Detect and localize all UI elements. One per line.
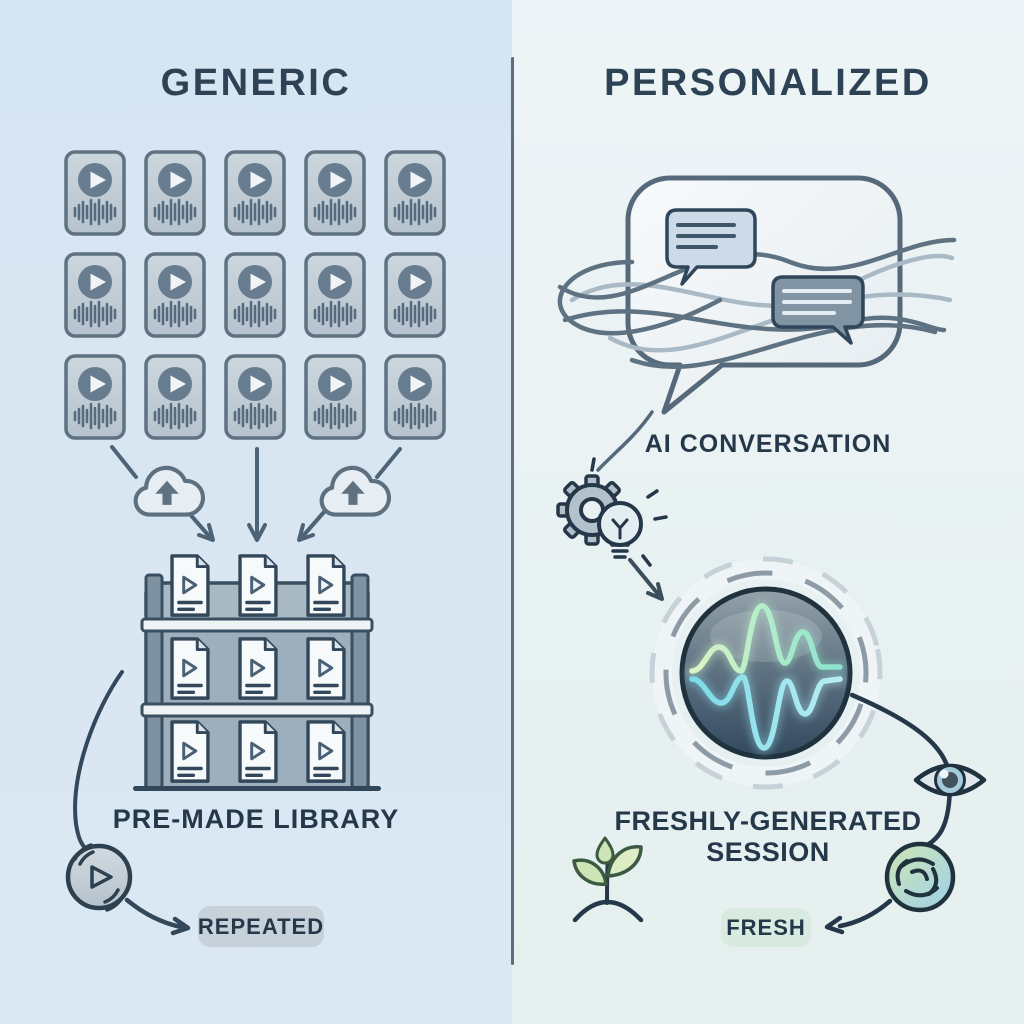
lightbulb-icon [590,457,668,567]
generic-panel: GENERIC [0,0,512,1024]
waveform-icon [313,198,357,226]
sprout-icon [572,836,644,923]
video-document-icon [165,719,214,785]
waveform-icon [233,300,277,328]
video-document-icon [233,636,282,702]
session-label-line2: SESSION [706,837,830,867]
generic-title: GENERIC [160,62,352,104]
waveform-icon [313,402,357,430]
waveform-icon [233,198,277,226]
play-icon [318,163,352,197]
curved-arrow-icon [73,670,124,850]
eye-icon [913,763,987,797]
media-card-grid [64,150,446,440]
play-icon [78,163,112,197]
media-card [384,150,446,236]
repeated-badge: REPEATED [198,906,324,947]
video-document-icon [301,719,350,785]
play-icon [318,367,352,401]
video-document-icon [165,553,214,619]
waveform-icon [233,402,277,430]
panel-divider [511,57,514,965]
play-icon [238,163,272,197]
play-icon [158,163,192,197]
media-card [64,354,126,440]
play-icon [318,265,352,299]
video-document-icon [301,636,350,702]
waveform-icon [153,402,197,430]
waveform-icon [393,198,437,226]
session-label-line1: FRESHLY-GENERATED [614,806,922,836]
conversation-label: AI CONVERSATION [644,430,892,458]
waveform-orb-icon [649,556,883,790]
media-card [64,150,126,236]
waveform-icon [73,300,117,328]
play-icon [398,163,432,197]
media-card [304,354,366,440]
upload-cloud-icon [319,465,392,517]
video-document-icon [233,553,282,619]
waveform-icon [153,300,197,328]
play-icon [398,265,432,299]
media-card [224,252,286,338]
video-document-icon [233,719,282,785]
media-card [304,252,366,338]
curved-arrow-icon [596,410,654,472]
flow-lines-icon [557,237,957,370]
play-icon [78,265,112,299]
library-label: PRE-MADE LIBRARY [112,804,400,834]
media-card [304,150,366,236]
personalized-title: PERSONALIZED [604,62,932,104]
personalized-panel: PERSONALIZED [512,0,1024,1024]
personalized-illustration-layer [556,175,987,935]
waveform-icon [153,198,197,226]
play-icon [238,265,272,299]
arrow-icon [124,897,191,936]
video-document-icon [165,636,214,702]
media-card [224,354,286,440]
library-doc-grid [165,553,350,785]
play-icon [158,367,192,401]
down-arrow-icon [110,445,402,542]
session-label: FRESHLY-GENERATED SESSION [512,806,1024,868]
media-card [384,252,446,338]
upload-cloud-icon [133,465,206,517]
repeat-disc-icon [65,843,133,912]
media-card [64,252,126,338]
media-card [144,354,206,440]
waveform-icon [393,402,437,430]
play-icon [398,367,432,401]
waveform-icon [313,300,357,328]
chat-message-icon [665,208,757,286]
waveform-icon [73,402,117,430]
waveform-icon [393,300,437,328]
chat-message-icon [771,275,865,345]
media-card [144,252,206,338]
arrow-icon [628,558,664,601]
arrow-icon [824,898,893,935]
swirl-icon [884,841,956,913]
fresh-badge: FRESH [721,908,811,947]
play-icon [158,265,192,299]
video-document-icon [301,553,350,619]
media-card [144,150,206,236]
play-icon [78,367,112,401]
waveform-icon [73,198,117,226]
media-card [384,354,446,440]
play-icon [238,367,272,401]
media-card [224,150,286,236]
